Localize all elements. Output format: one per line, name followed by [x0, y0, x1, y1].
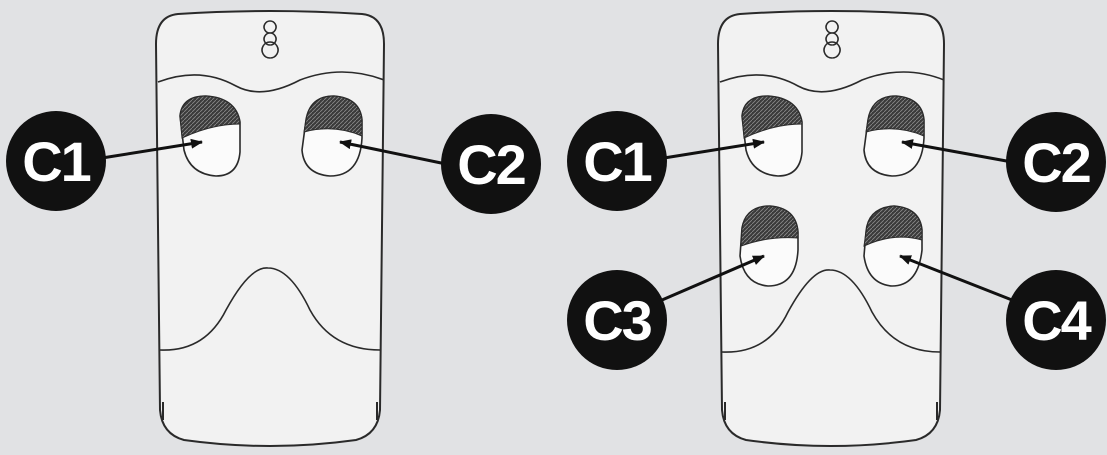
lower-seam	[721, 269, 941, 353]
callout-c1: C1	[567, 111, 667, 211]
lower-seam	[159, 267, 381, 351]
remote-four-button: C1 C2 C3 C4	[567, 10, 1106, 447]
callout-line-c1	[663, 138, 765, 160]
keyring-hole-icon	[823, 20, 841, 59]
callout-line-c3	[661, 254, 765, 302]
callout-c2: C2	[1006, 112, 1106, 212]
callout-label-c1: C1	[22, 130, 90, 193]
callout-c4: C4	[1006, 270, 1106, 370]
callout-label-c2: C2	[1022, 131, 1090, 194]
button-c3[interactable]	[739, 205, 799, 287]
callout-line-c2	[339, 139, 447, 166]
upper-seam	[719, 71, 945, 93]
callout-c3: C3	[567, 270, 667, 370]
callout-line-c4	[899, 254, 1013, 302]
callout-line-c2	[901, 139, 1013, 164]
callout-line-c1	[101, 138, 203, 160]
keyring-hole-icon	[261, 20, 279, 59]
remote-body	[154, 10, 386, 447]
remote-two-button: C1 C2	[6, 10, 541, 447]
callout-c1: C1	[6, 111, 106, 211]
callout-label-c1: C1	[583, 130, 651, 193]
button-c1[interactable]	[741, 95, 803, 177]
callout-c2: C2	[441, 114, 541, 214]
callout-label-c2: C2	[457, 133, 525, 196]
callout-label-c4: C4	[1022, 289, 1091, 352]
button-c1[interactable]	[179, 95, 241, 177]
button-c4[interactable]	[863, 205, 923, 287]
upper-seam	[157, 71, 385, 93]
button-c2[interactable]	[863, 95, 925, 177]
button-c2[interactable]	[301, 95, 363, 177]
callout-label-c3: C3	[583, 289, 651, 352]
